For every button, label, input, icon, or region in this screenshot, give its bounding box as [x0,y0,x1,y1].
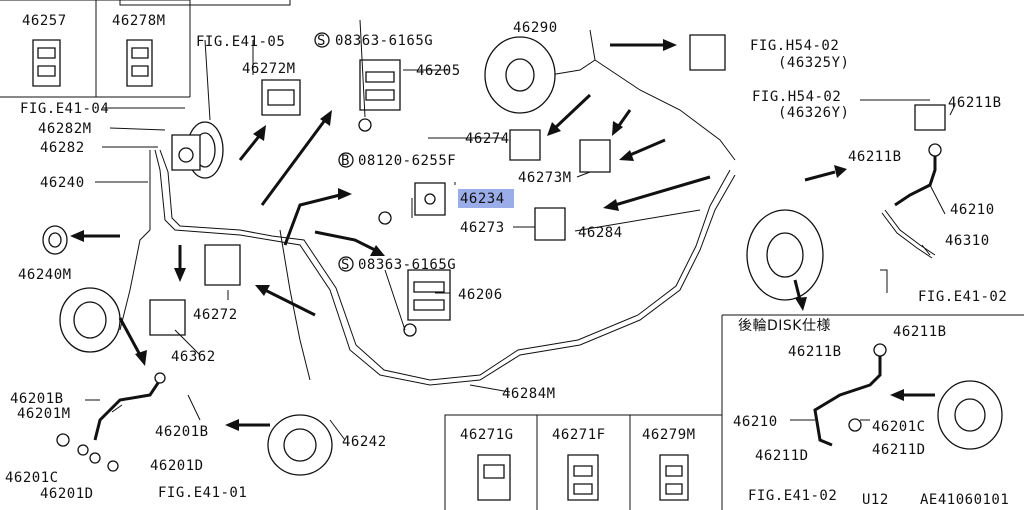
callout-46240M[interactable]: 46240M [18,267,72,283]
bracket-46325Y-icon [689,34,726,71]
callout-fig-e41-02-b[interactable]: FIG.E41-02 [748,488,837,504]
callout-fig-h54-02-b[interactable]: FIG.H54-02 [752,89,841,105]
callout-46211D-b[interactable]: 46211D [755,448,809,464]
callout-46257[interactable]: 46257 [22,13,67,29]
inset-hose-46210-icon [813,343,887,447]
callout-fig-h54-02-a[interactable]: FIG.H54-02 [750,38,839,54]
brake-pipe-lines [119,29,736,386]
clip-46362-icon [149,299,186,336]
grommet-46240M-icon [42,225,68,255]
clip-46278M-icon [126,39,153,87]
callout-46201C-inset[interactable]: 46201C [872,419,926,435]
s-mark: S [317,33,326,49]
u12-label: U12 [862,492,889,508]
callout-fig-e41-01[interactable]: FIG.E41-01 [158,485,247,501]
b-mark: B [341,153,350,169]
clip-46272-icon [204,244,241,286]
bolt-08363b-icon [403,323,417,337]
callout-46282[interactable]: 46282 [40,140,85,156]
callout-46211B-b[interactable]: 46211B [848,149,902,165]
callout-46201D-b[interactable]: 46201D [40,486,94,502]
clip-46271G-icon [477,454,511,501]
callout-46240[interactable]: 46240 [40,175,85,191]
s-mark-icon [314,32,330,48]
bracket-46234-icon [414,182,446,216]
callout-fig-e41-05[interactable]: FIG.E41-05 [196,34,285,50]
callout-46310[interactable]: 46310 [945,233,990,249]
callout-46201D-a[interactable]: 46201D [150,458,204,474]
brake-pipe-46310-icon [881,209,936,259]
callout-46201B-b[interactable]: 46201B [155,424,209,440]
diagram-code: AE41060101 [920,492,1009,508]
clip-46272M-icon [261,79,301,116]
callout-08363-6165G-b[interactable]: 08363-6165G [358,257,456,273]
callout-46284[interactable]: 46284 [578,225,623,241]
hose-fittings-icon [56,433,119,472]
clip-46257-icon [32,39,61,87]
parts-box-top-left [0,0,291,98]
front-left-caliper-icon [59,287,121,353]
callout-46290[interactable]: 46290 [513,20,558,36]
callouts: 46257 46278M FIG.E41-05 S 08363-6165G 46… [5,13,1009,508]
rear-left-caliper-icon [267,414,333,476]
callout-46282M[interactable]: 46282M [38,121,92,137]
callout-46210[interactable]: 46210 [950,202,995,218]
callout-08363-6165G-a[interactable]: 08363-6165G [335,33,433,49]
callout-46271F[interactable]: 46271F [552,427,606,443]
callout-46206[interactable]: 46206 [458,287,503,303]
callout-46326Y: (46326Y) [778,105,849,121]
bracket-46206-icon [407,269,451,321]
bolt-08120-icon [378,211,392,225]
rear-disk-title: 後輪DISK仕様 [738,317,831,334]
callout-46210-inset[interactable]: 46210 [733,414,778,430]
bracket-46205-icon [359,59,401,111]
master-cylinder-icon [171,121,224,179]
callout-46211D-a[interactable]: 46211D [872,442,926,458]
callout-46272[interactable]: 46272 [193,307,238,323]
direction-arrows [70,39,935,431]
rear-right-drum-icon [746,209,824,301]
rear-disk-inset-box [721,314,1024,510]
callout-46274[interactable]: 46274 [465,131,510,147]
callout-46211B-c[interactable]: 46211B [893,324,947,340]
callout-46273M[interactable]: 46273M [518,170,572,186]
callout-46211B-d[interactable]: 46211B [788,344,842,360]
s-mark-2-icon [338,256,354,272]
callout-46234[interactable]: 46234 [460,191,505,207]
leader-lines [85,19,956,441]
b-mark-icon [338,152,354,168]
callout-46279M[interactable]: 46279M [642,427,696,443]
callout-46242[interactable]: 46242 [342,434,387,450]
bolt-08363a-icon [358,118,372,132]
callout-fig-e41-02-a[interactable]: FIG.E41-02 [918,289,1007,305]
clip-46279M-icon [659,454,689,501]
s-mark-2: S [341,257,350,273]
callout-46278M[interactable]: 46278M [112,13,166,29]
callout-46211B-a[interactable]: 46211B [948,95,1002,111]
callout-46325Y: (46325Y) [778,55,849,71]
highlight-46234 [458,189,514,208]
callout-46201B-a[interactable]: 46201B [10,391,64,407]
callout-46284M[interactable]: 46284M [502,386,556,402]
clip-46271F-icon [567,454,599,501]
bracket-46326Y-icon [914,104,946,131]
callout-46201C[interactable]: 46201C [5,470,59,486]
front-right-drum-icon [484,36,556,114]
clip-46273-icon [534,207,566,241]
callout-fig-e41-04[interactable]: FIG.E41-04 [20,101,109,117]
brake-hose-46210-icon [894,143,942,207]
callout-46201M[interactable]: 46201M [17,406,71,422]
callout-46271G[interactable]: 46271G [460,427,514,443]
brake-hose-46201M-icon [93,372,166,441]
clip-46274-icon [509,129,541,161]
callout-08120-6255F[interactable]: 08120-6255F [358,153,456,169]
callout-46272M[interactable]: 46272M [242,61,296,77]
callout-46205[interactable]: 46205 [416,63,461,79]
rear-disk-rotor-icon [937,380,1003,450]
clip-46273M-icon [579,139,611,173]
callout-46362[interactable]: 46362 [171,349,216,365]
callout-46273[interactable]: 46273 [460,220,505,236]
